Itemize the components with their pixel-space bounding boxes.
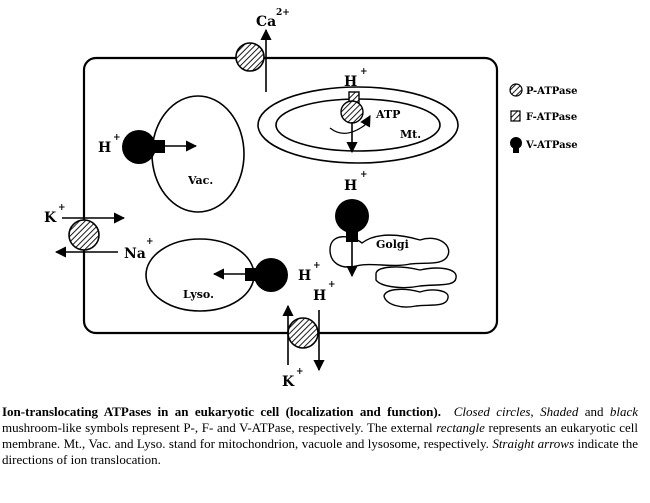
caption-italic-rectangle: rectangle [436,420,485,435]
h-k-p-atpase: H + K + [282,280,336,390]
f-atpase-legend-icon [510,110,521,122]
h-lyso-charge: + [313,261,321,271]
na-k-p-atpase: K + Na + [44,203,154,262]
golgi: H + Golgi [329,170,457,308]
h-bottom-label: H [313,288,326,304]
legend-v-atpase: V-ATPase [525,140,578,151]
ca-pump-icon [235,42,265,72]
h-k-pump-icon [287,317,319,349]
atpase-cell-diagram: Ca 2+ H + ATP Mt. H + Vac. H + Golgi [44,8,578,390]
caption-title: Ion-translocating ATPases in an eukaryot… [2,404,441,419]
v-atpase-golgi-head-icon [335,199,369,233]
caption-and: and [578,404,610,419]
caption-sentence-3: indicate the directions of ion transloca… [2,436,639,467]
k-left-charge: + [58,203,66,213]
caption-italic-closed-circles: Closed circles [453,404,531,419]
h-vac-charge: + [113,133,121,143]
k-bottom-charge: + [296,367,304,377]
f-atpase-head-icon [340,100,364,124]
caption-sep: , [530,404,541,419]
cell-membrane [82,56,499,335]
h-golgi-label: H [344,178,357,194]
figure-caption: Ion-translocating ATPases in an eukaryot… [2,404,638,468]
caption-italic-straight-arrows: Straight arrows [492,436,575,451]
vacuole: H + Vac. [98,95,245,213]
v-atpase-vac-stalk-icon [152,140,165,153]
k-bottom-label: K [282,374,295,390]
p-atpase-legend-icon [509,83,523,97]
v-atpase-vac-head-icon [122,130,156,164]
caption-sentence-2: represents an eukaryotic cell membrane. … [2,420,638,451]
v-atpase-lyso-stalk-icon [245,268,258,281]
h-mt-charge: + [360,67,368,77]
h-lyso-label: H [298,268,311,284]
h-golgi-charge: + [360,170,368,180]
golgi-label: Golgi [376,238,409,251]
h-vac-label: H [98,140,111,156]
h-bottom-charge: + [328,280,336,290]
v-atpase-golgi-stalk-icon [346,228,358,242]
ca-label: Ca [256,14,276,30]
caption-italic-black: black [609,404,639,419]
mitochondrion: H + ATP Mt. [257,67,459,164]
caption-sentence-1: mushroom-like symbols represent P-, F- a… [2,420,437,435]
mt-label: Mt. [400,128,421,141]
ca-p-atpase: Ca 2+ [235,8,290,92]
vac-label: Vac. [187,174,213,187]
lysosome: H + Lyso. [145,238,321,312]
v-atpase-lyso-head-icon [254,258,288,292]
na-k-pump-icon [68,219,100,251]
atp-label: ATP [375,108,400,121]
caption-italic-shaded: Shaded [540,404,579,419]
legend: P-ATPase F-ATPase V-ATPase [509,83,578,153]
h-mt-label: H [344,74,357,90]
legend-p-atpase: P-ATPase [526,86,578,97]
v-atpase-legend-icon [510,137,522,149]
k-left-label: K [44,210,57,226]
lyso-label: Lyso. [183,288,214,301]
na-charge: + [146,237,154,247]
ca-charge: 2+ [276,8,290,18]
legend-f-atpase: F-ATPase [526,112,577,123]
na-label: Na [124,246,146,262]
